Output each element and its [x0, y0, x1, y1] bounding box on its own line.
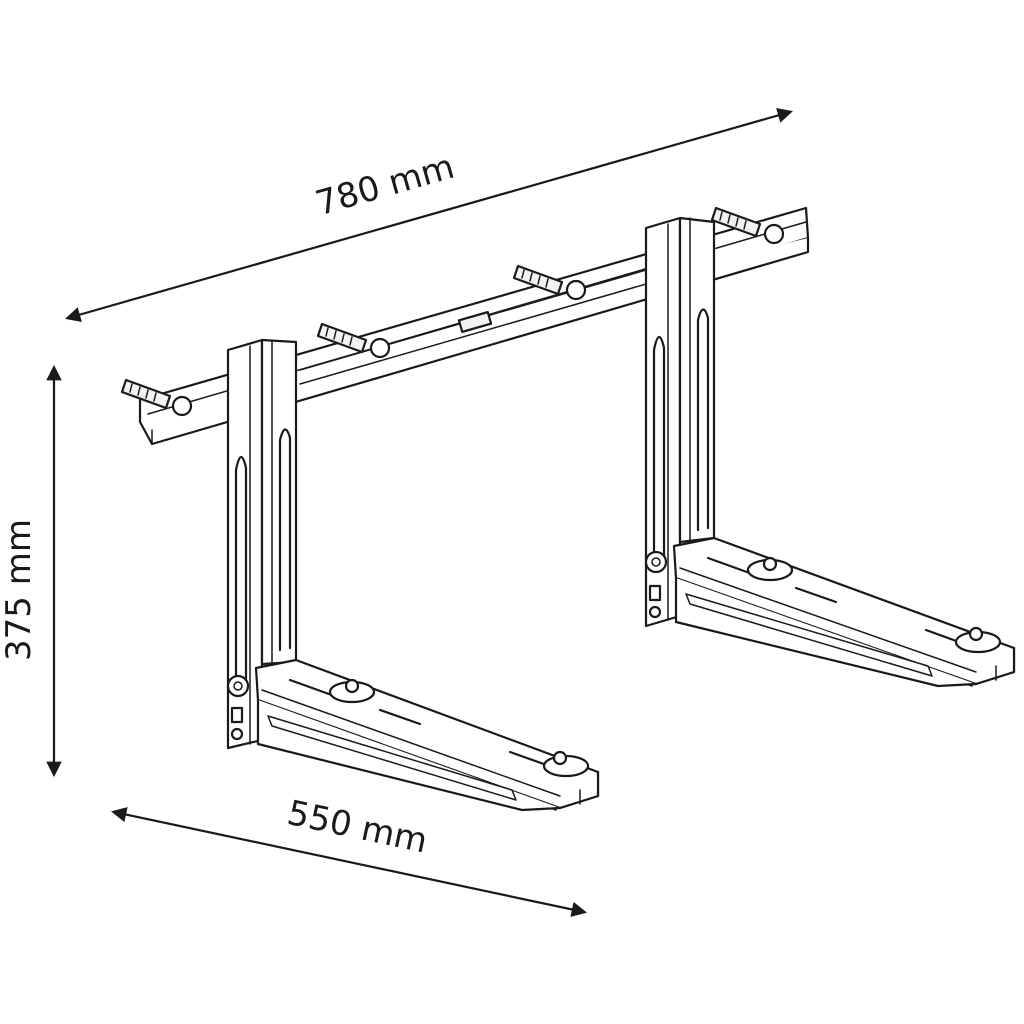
dimension-height: 375 mm — [0, 364, 62, 778]
anchor-bolt — [710, 206, 785, 245]
dimension-depth: 550 mm — [110, 793, 588, 917]
dimension-depth-label: 550 mm — [284, 793, 431, 862]
anchor-bolt — [120, 378, 193, 417]
dimension-height-label: 375 mm — [0, 519, 39, 661]
left-bracket — [226, 338, 600, 812]
anchor-bolt — [316, 322, 391, 359]
anchor-bolt — [512, 264, 587, 301]
wall-anchors — [120, 206, 785, 417]
right-bracket — [644, 216, 1016, 688]
